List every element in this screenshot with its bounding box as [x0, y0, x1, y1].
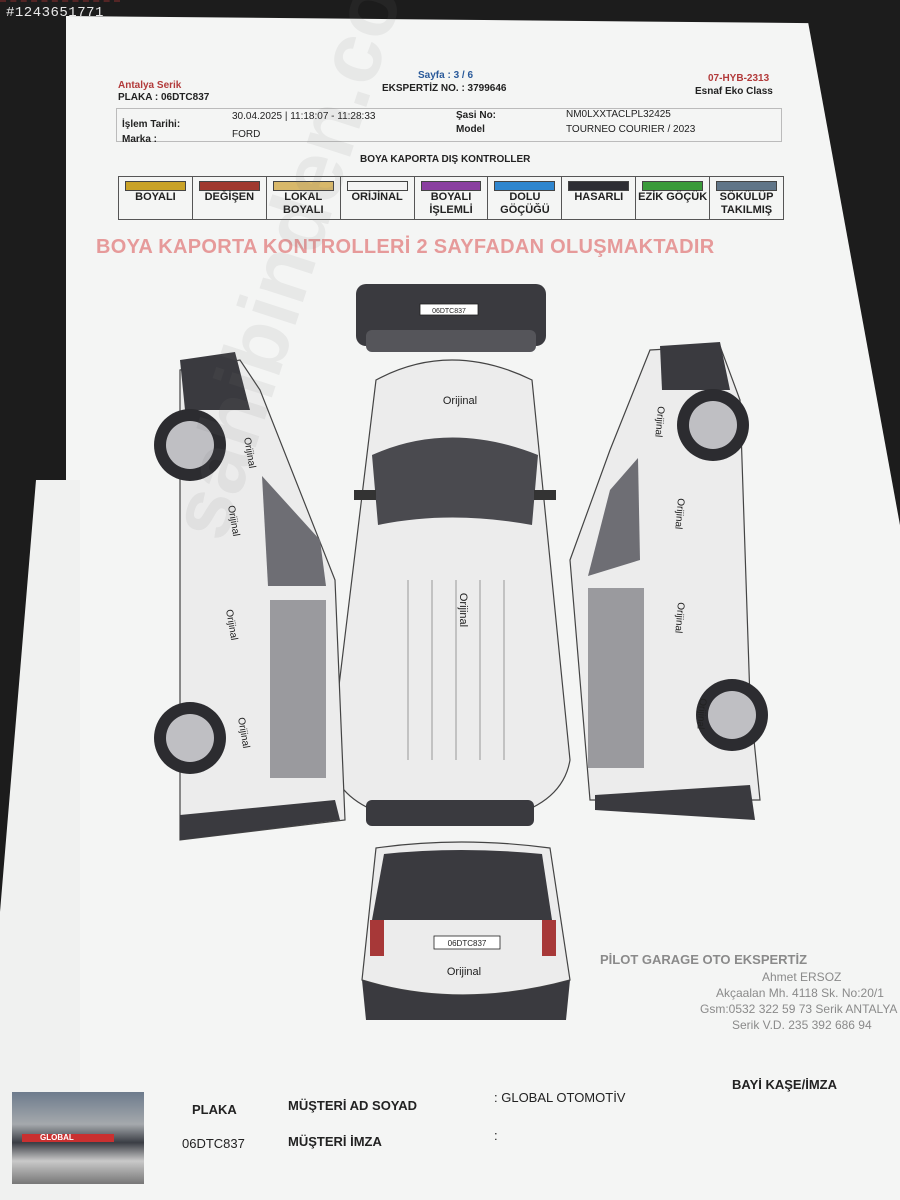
customer-name-value: : GLOBAL OTOMOTİV [494, 1090, 626, 1105]
customer-name-label: MÜŞTERİ AD SOYAD [288, 1098, 418, 1113]
plate-line: PLAKA : 06DTC837 [118, 92, 210, 103]
paint-legend: BOYALI DEĞİŞEN LOKAL BOYALI ORİJİNAL BOYALI … [118, 176, 784, 220]
vehicle-info-box [116, 108, 782, 142]
dealer-sign-text: GLOBAL [40, 1133, 74, 1142]
legend-label: HASARLI [574, 191, 624, 203]
expertise-number: EKSPERTİZ NO. : 3799646 [382, 83, 507, 94]
notice-banner: BOYA KAPORTA KONTROLLERİ 2 SAYFADAN OLUŞ… [96, 236, 715, 258]
front-view: 06DTC837 [356, 284, 546, 352]
left-door-label: Orijinal [225, 505, 241, 538]
left-side-view: Orijinal Orijinal Orijinal Orijinal [154, 352, 346, 841]
right-side-view: Orijinal Orijinal Orijinal Orijinal [569, 342, 768, 820]
dealer-photo: GLOBAL [12, 1092, 144, 1184]
model-label: Model [456, 124, 485, 135]
legend-swatch [716, 181, 778, 191]
legend-item: DEĞİŞEN [193, 177, 267, 219]
page-number: Sayfa : 3 / 6 [418, 70, 474, 81]
brand-value: FORD [232, 129, 261, 140]
legend-label: SÖKÜLÜP TAKILMIŞ [719, 191, 774, 216]
brand-label: Marka : [122, 134, 158, 145]
model-value: TOURNEO COURIER / 2023 [566, 124, 696, 135]
dealer-stamp-label: BAYİ KAŞE/İMZA [732, 1077, 837, 1092]
roof-label: Orijinal [443, 395, 477, 407]
section-title: BOYA KAPORTA DIŞ KONTROLLER [360, 154, 531, 165]
location-text: Antalya Serik [118, 80, 182, 91]
legend-item: EZİK GÖÇÜK [636, 177, 711, 219]
dealer-sign [22, 1134, 114, 1142]
legend-swatch [494, 181, 556, 191]
legend-swatch [125, 181, 186, 191]
vehicle-body-diagram: 06DTC837 Orijinal Orijinal Orijinal Orij… [154, 284, 768, 1020]
right-front-label: Orijinal [652, 406, 666, 438]
legend-label: BOYALI İŞLEMLİ [429, 191, 473, 216]
customer-signature-value: : [494, 1128, 498, 1143]
report-code: 07-HYB-2313 [708, 73, 770, 84]
date-value: 30.04.2025 | 11:18:07 - 11:28:33 [232, 111, 376, 122]
stamp-phone: Gsm:0532 322 59 73 Serik ANTALYA [700, 1002, 898, 1016]
legend-item: DOLU GÖÇÜĞÜ [488, 177, 563, 219]
roof-view: Orijinal Orijinal [329, 359, 571, 826]
stamp-company: PİLOT GARAGE OTO EKSPERTİZ [600, 952, 808, 967]
stamp-name: Ahmet ERSOZ [762, 970, 842, 984]
legend-item: BOYALI [119, 177, 193, 219]
roof-center-label: Orijinal [457, 593, 469, 627]
legend-swatch [420, 181, 482, 191]
footer-plate-value: 06DTC837 [182, 1136, 245, 1151]
legend-label: LOKAL BOYALI [282, 191, 324, 216]
legend-item: LOKAL BOYALI [267, 177, 341, 219]
front-plate-text: 06DTC837 [432, 308, 466, 315]
chassis-value: NM0LXXTACLPL32425 [566, 109, 671, 120]
legend-label: BOYALI [135, 191, 176, 203]
package-name: Esnaf Eko Class [695, 86, 773, 97]
legend-swatch [568, 181, 630, 191]
right-rear-label: Orijinal [694, 698, 708, 730]
legend-swatch [198, 181, 260, 191]
footer-plate-label: PLAKA [192, 1102, 237, 1117]
left-front-label: Orijinal [241, 437, 257, 470]
right-rear-door-label: Orijinal [672, 602, 686, 634]
legend-item: SÖKÜLÜP TAKILMIŞ [710, 177, 783, 219]
stamp-address: Akçaalan Mh. 4118 Sk. No:20/1 [716, 986, 884, 1000]
legend-swatch [642, 181, 704, 191]
legend-item: ORİJİNAL [341, 177, 415, 219]
rear-view: 06DTC837 Orijinal [361, 841, 571, 1020]
seat-stitching [0, 0, 120, 302]
legend-label: ORİJİNAL [351, 191, 403, 203]
rear-plate-text: 06DTC837 [448, 939, 487, 948]
right-door-label: Orijinal [672, 498, 686, 530]
legend-swatch [346, 181, 408, 191]
left-rear-door-label: Orijinal [223, 609, 239, 642]
legend-label: EZİK GÖÇÜK [638, 191, 708, 203]
legend-label: DOLU GÖÇÜĞÜ [500, 191, 550, 216]
chassis-label: Şasi No: [456, 110, 497, 121]
legend-item: BOYALI İŞLEMLİ [415, 177, 489, 219]
stamp-tax: Serik V.D. 235 392 686 94 [732, 1018, 872, 1032]
customer-signature-label: MÜŞTERİ İMZA [288, 1134, 382, 1149]
left-rear-label: Orijinal [235, 717, 251, 750]
legend-label: DEĞİŞEN [204, 191, 255, 203]
rear-label: Orijinal [447, 966, 481, 978]
date-label: İşlem Tarihi: [122, 119, 181, 130]
legend-swatch [272, 181, 334, 191]
legend-item: HASARLI [562, 177, 637, 219]
